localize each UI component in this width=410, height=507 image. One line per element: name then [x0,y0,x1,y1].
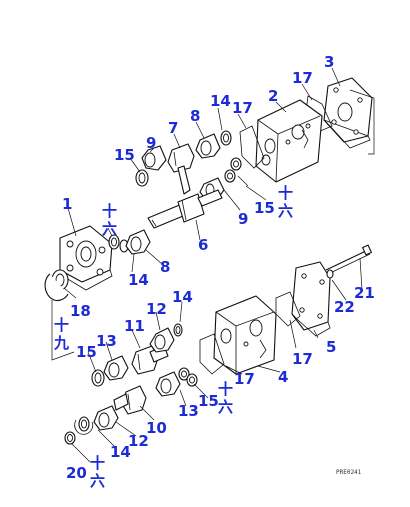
callout-14: 14 [172,288,193,306]
bolt-21 [325,244,372,275]
snap-ring-15-upper [135,169,149,187]
kanji-marks: 十 六 十 六 十 九 十 六 十 六 [53,184,293,490]
kanji-mark-upper-right: 六 [278,202,293,220]
callout-17: 17 [232,99,253,117]
callout-22: 22 [334,298,355,316]
bushing-9-upper [141,145,167,171]
seal-14-lower [173,323,183,337]
gasket-lower-17b [199,333,225,375]
gear-10 [113,385,147,415]
callout-17: 17 [292,350,313,368]
callout-9: 9 [146,134,156,152]
callout-11: 11 [124,317,145,335]
pump-body-lower [213,295,277,375]
pump-body-upper [255,99,323,183]
rear-cover-upper [323,77,373,149]
callout-2: 2 [268,87,278,105]
callout-15: 15 [76,343,97,361]
kanji-mark-left: 九 [53,334,69,352]
callout-9: 9 [238,210,248,228]
callout-12: 12 [146,300,167,318]
snap-ring-15-left [91,369,105,387]
kanji-mark-bottom: 六 [90,472,105,490]
kanji-mark-flange: 十 [102,202,117,220]
bushing-8-lower [125,229,151,255]
callout-15: 15 [254,199,275,217]
callout-10: 10 [146,419,167,437]
callout-6: 6 [198,236,208,254]
bushing-12-lower [93,405,119,431]
leader-lines [51,67,375,463]
oil-seal-flange [108,234,129,253]
callout-17: 17 [234,370,255,388]
callout-17: 17 [292,69,313,87]
callout-14: 14 [210,92,231,110]
callout-12: 12 [128,432,149,450]
callout-21: 21 [354,284,375,302]
bushing-12-upper [149,327,175,353]
rear-cover-lower [291,261,331,337]
seal-14-upper [220,130,232,146]
gasket-upper-17b [239,125,265,169]
reference-code: PRE0241 [336,469,362,476]
seal-14-bottom [74,416,94,435]
drive-shaft-6 [147,189,223,229]
callout-8: 8 [160,258,170,276]
callout-8: 8 [190,107,200,125]
kanji-mark-bottom: 十 [90,454,105,472]
kanji-mark-lower-right: 六 [218,398,233,416]
bushing-8-upper [195,133,221,159]
kanji-mark-left: 十 [54,316,69,334]
callout-numbers: 3 17 2 17 14 8 7 9 15 15 9 6 1 14 8 18 2… [62,53,375,482]
callout-20: 20 [66,464,87,482]
seal-20 [64,431,76,445]
washer-22 [326,269,334,279]
bushing-13-right [155,371,181,397]
callout-15: 15 [114,146,135,164]
drive-gear-7 [167,143,195,195]
kanji-mark-lower-right: 十 [218,380,233,398]
callout-7: 7 [168,119,178,137]
kanji-mark-upper-right: 十 [278,184,293,202]
callout-5: 5 [326,338,336,356]
callout-4: 4 [278,368,288,386]
snap-ring-left [44,273,69,302]
kanji-mark-flange: 六 [102,220,117,238]
callout-14: 14 [128,271,149,289]
callout-15: 15 [198,392,219,410]
callout-13: 13 [96,332,117,350]
callout-1: 1 [62,195,72,213]
gasket-lower-17 [275,291,301,327]
bushing-13-left [103,355,129,381]
washer-pair-right [224,157,242,183]
callout-18: 18 [70,302,91,320]
washer-pair-lower [178,367,198,387]
callout-3: 3 [324,53,334,71]
callout-14: 14 [110,443,131,461]
callout-13: 13 [178,402,199,420]
